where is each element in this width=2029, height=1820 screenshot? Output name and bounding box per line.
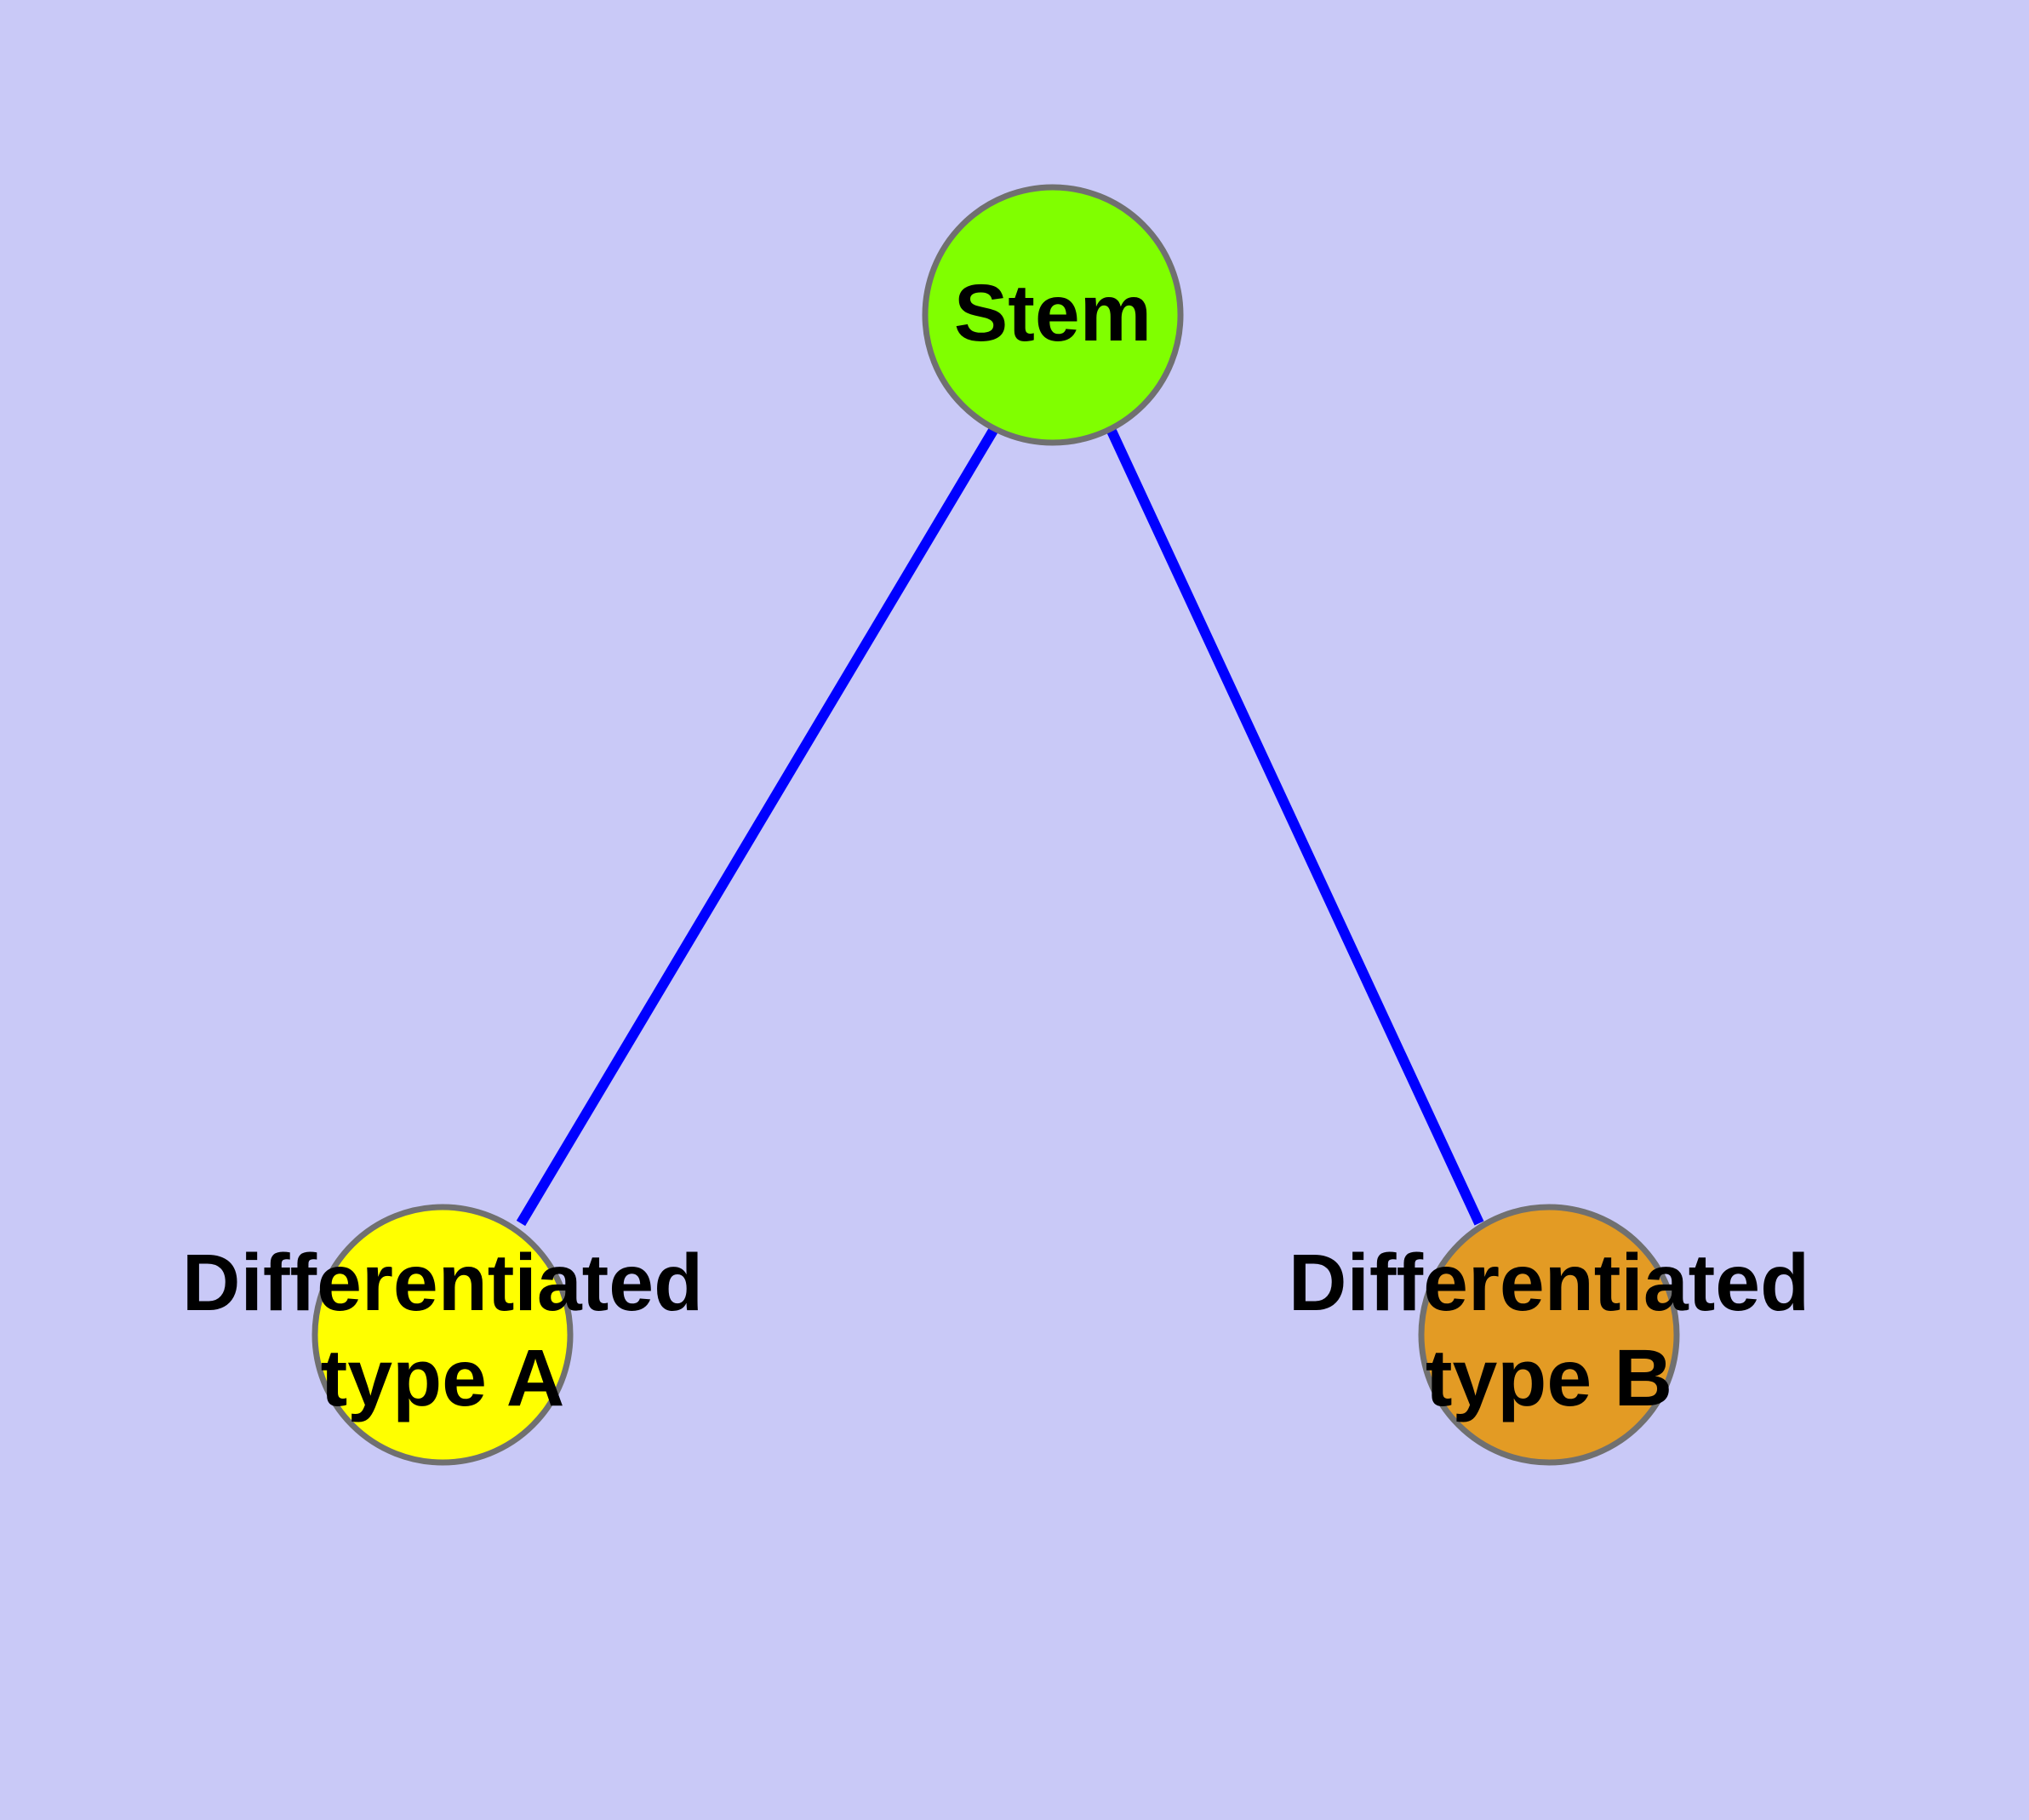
node-stem-circle[interactable] [922, 184, 1184, 446]
node-differentiated-type-b-label-line1: Differentiated [1289, 1238, 1809, 1328]
edge-layer [516, 426, 1484, 1227]
node-differentiated-type-b-label-line2: type B [1426, 1333, 1672, 1423]
node-stem-label: Stem [954, 268, 1152, 358]
node-differentiated-type-b-circle[interactable] [1418, 1204, 1680, 1466]
node-stem[interactable]: Stem [922, 184, 1184, 446]
node-differentiated-type-b[interactable]: Differentiated type B [1289, 1204, 1809, 1466]
edge-stem-to-differentiated-type-b[interactable] [1106, 426, 1484, 1226]
edge-stem-to-differentiated-type-a[interactable] [516, 426, 999, 1227]
node-differentiated-type-a-label-line2: type A [321, 1333, 565, 1423]
node-differentiated-type-a-label-line1: Differentiated [182, 1238, 703, 1328]
node-layer: Stem Differentiated type A Differentiate… [182, 184, 1809, 1466]
node-differentiated-type-a-circle[interactable] [311, 1204, 574, 1466]
node-differentiated-type-a[interactable]: Differentiated type A [182, 1204, 703, 1466]
